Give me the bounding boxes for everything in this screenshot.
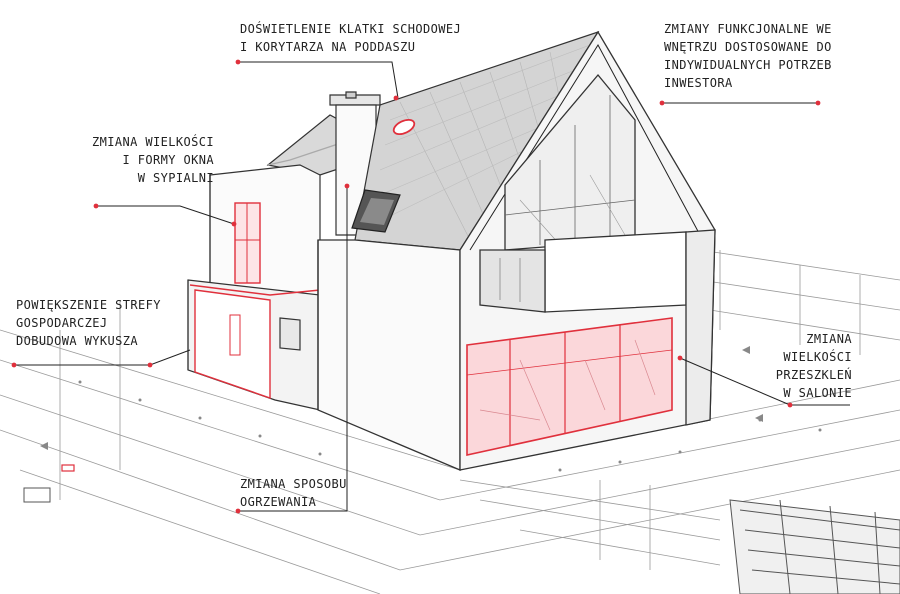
annotation-line: Zmiana sposobu bbox=[240, 477, 347, 491]
annotation-line: ogrzewania bbox=[240, 495, 317, 509]
gable-facade bbox=[317, 30, 716, 471]
annotation-line: Zmiana bbox=[806, 332, 852, 346]
annotation-line: Doświetlenie klatki schodowej bbox=[240, 22, 462, 36]
annotation-line: w sypialni bbox=[137, 171, 214, 185]
annotation-heating: Zmiana sposobu ogrzewania bbox=[240, 475, 347, 511]
annotation-line: wnętrzu dostosowane do bbox=[664, 40, 832, 54]
annotation-utility-zone: Powiększenie strefy gospodarczej Dobudow… bbox=[16, 296, 161, 350]
annotation-stair-lighting: Doświetlenie klatki schodowej i korytarz… bbox=[240, 20, 461, 56]
annotation-line: Zmiana wielkości bbox=[92, 135, 214, 149]
annotation-line: w salonie bbox=[783, 386, 852, 400]
annotation-line: i korytarza na poddaszu bbox=[240, 40, 416, 54]
annotation-bedroom-window: Zmiana wielkości i formy okna w sypialni bbox=[60, 133, 214, 187]
annotation-line: Powiększenie strefy bbox=[16, 298, 161, 312]
floor-plan-background bbox=[0, 249, 900, 594]
annotation-line: wielkości bbox=[783, 350, 852, 364]
annotation-line: indywidualnych potrzeb bbox=[664, 58, 832, 72]
annotation-line: przeszkleń bbox=[775, 368, 852, 382]
annotation-functional-changes: Zmiany funkcjonalne we wnętrzu dostosowa… bbox=[664, 20, 832, 92]
annotation-line: Zmiany funkcjonalne we bbox=[664, 22, 832, 36]
annotation-living-glazing: Zmiana wielkości przeszkleń w salonie bbox=[766, 330, 852, 402]
annotation-line: gospodarczej bbox=[16, 316, 108, 330]
annotation-line: inwestora bbox=[664, 76, 733, 90]
main-roof bbox=[351, 30, 600, 251]
dimension-ticks bbox=[40, 346, 822, 472]
annotation-line: i formy okna bbox=[122, 153, 214, 167]
roof-sketch-bottom-right bbox=[729, 499, 900, 594]
annotation-line: Dobudowa wykusza bbox=[16, 334, 138, 348]
leader-dots bbox=[11, 59, 821, 514]
